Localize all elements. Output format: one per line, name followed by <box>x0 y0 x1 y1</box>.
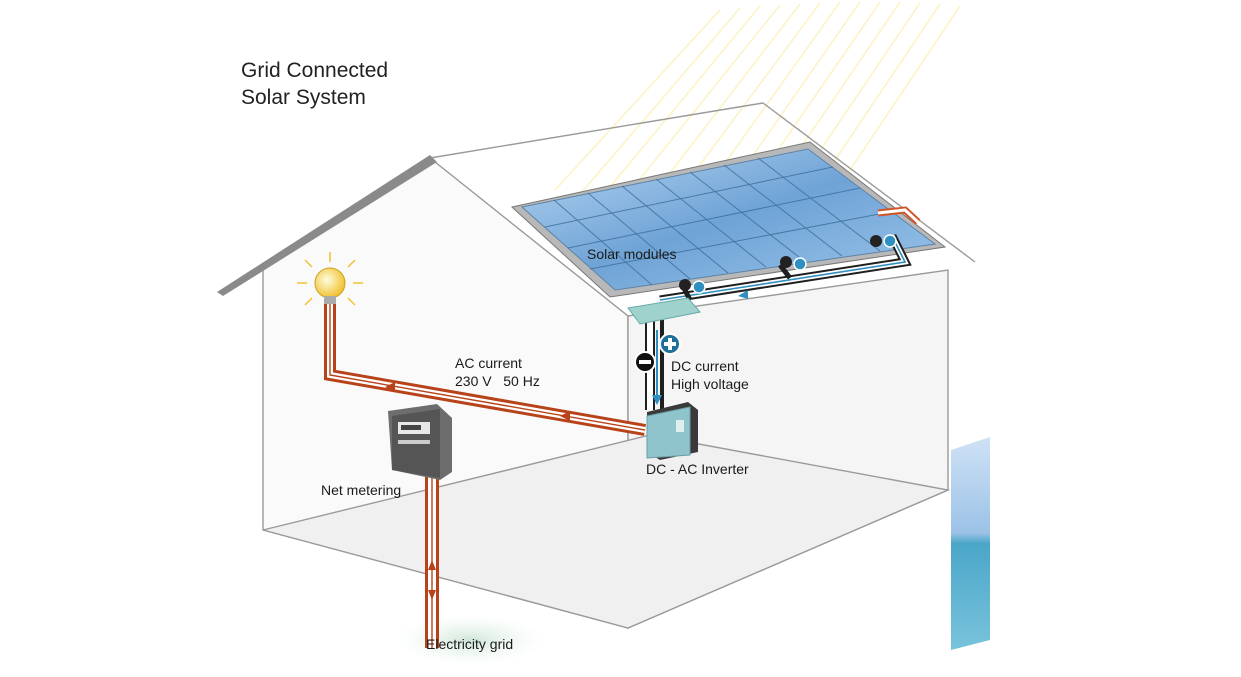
label-dc-current: DC current <box>671 358 739 374</box>
label-solar-modules: Solar modules <box>587 246 677 262</box>
label-inverter: DC - AC Inverter <box>646 461 749 477</box>
ac-wiring <box>324 206 921 648</box>
solar-panel <box>510 141 947 298</box>
side-building <box>951 437 990 650</box>
label-ac-current: AC current <box>455 355 522 371</box>
roof-eave <box>217 155 437 296</box>
house-outline <box>262 102 976 630</box>
inverter-box <box>646 402 698 460</box>
light-bulb-icon <box>297 252 363 306</box>
label-dc-voltage: High voltage <box>671 376 749 392</box>
terminal-markers <box>634 234 897 373</box>
diagram-title: Grid Connected Solar System <box>241 57 388 111</box>
label-electricity-grid: Electricity grid <box>426 636 514 652</box>
net-meter <box>388 404 452 480</box>
dc-wiring <box>645 233 912 410</box>
title-line-2: Solar System <box>241 86 366 109</box>
label-ac-spec: 230 V 50 Hz <box>455 373 540 389</box>
title-line-1: Grid Connected <box>241 59 389 82</box>
label-net-metering: Net metering <box>321 482 402 498</box>
junction-box <box>627 297 701 325</box>
